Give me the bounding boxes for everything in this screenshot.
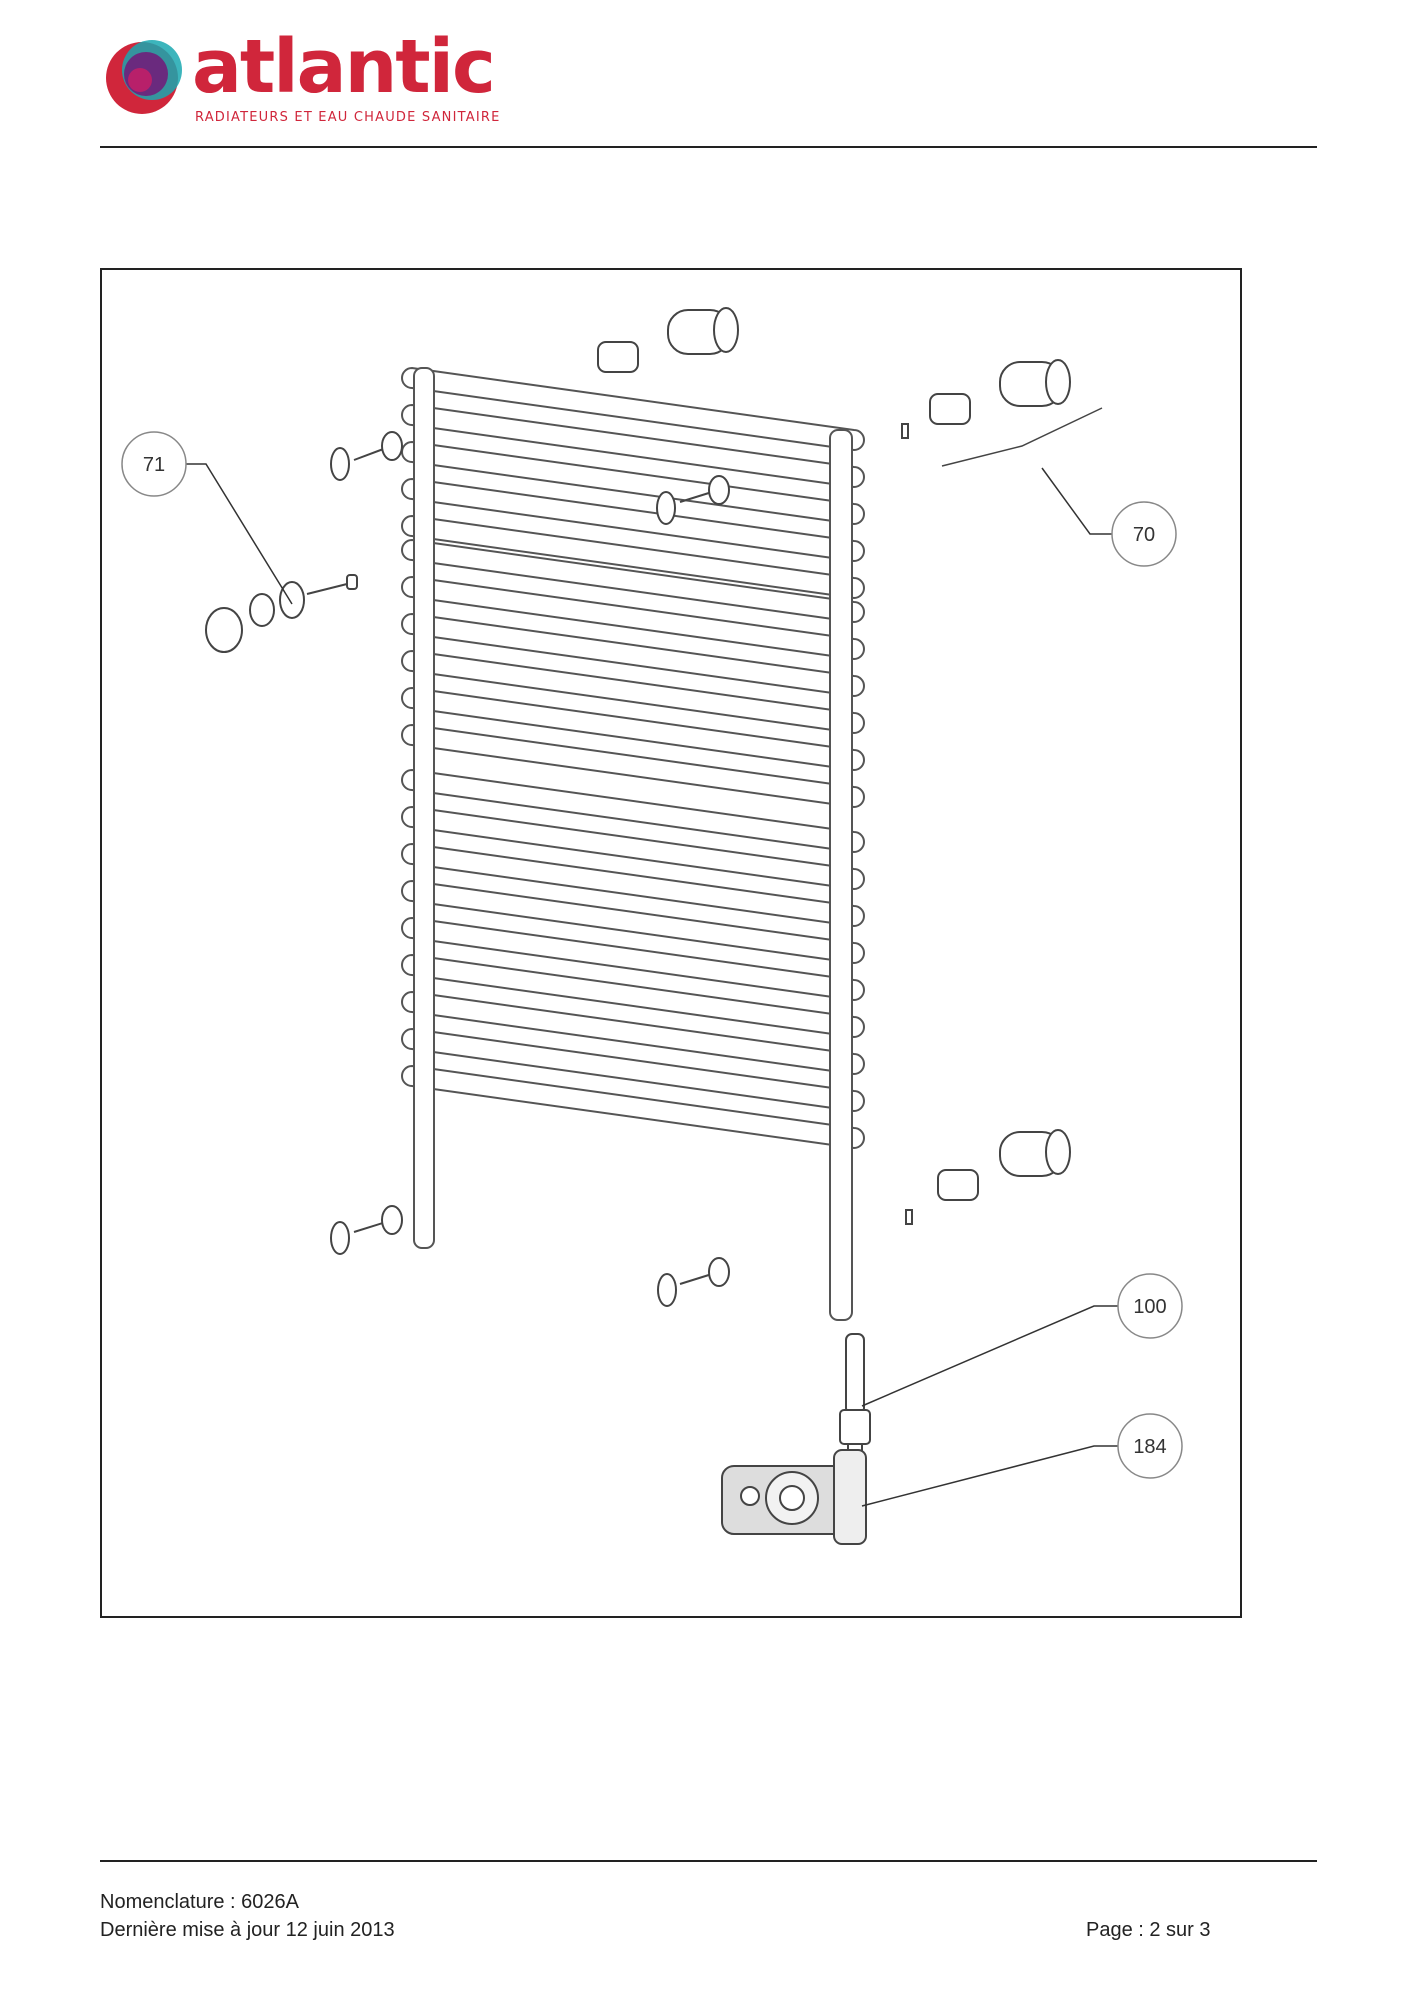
wall-bracket-icon	[330, 431, 403, 481]
callout-70: 70	[1111, 501, 1177, 567]
exploded-view-drawing: 71 70 100 184	[100, 268, 1242, 1618]
radiator-tube	[401, 953, 865, 1039]
brand-logo-icon	[106, 40, 182, 114]
radiator-tube	[401, 612, 865, 698]
radiator-tube	[401, 514, 865, 600]
radiator-tube	[401, 842, 865, 928]
nomenclature-label: Nomenclature : 6026A	[100, 1891, 300, 1913]
radiator-tube	[401, 649, 865, 735]
brand-logo: atlantic RADIATEURS ET EAU CHAUDE SANITA…	[100, 24, 520, 130]
brand-tagline: RADIATEURS ET EAU CHAUDE SANITAIRE	[195, 110, 501, 125]
radiator-tube	[401, 1027, 865, 1113]
thermostat-unit-icon	[721, 1449, 867, 1545]
valve-cap-icon	[905, 1129, 1071, 1225]
radiator-tube	[401, 723, 865, 809]
wall-bracket-icon	[330, 1205, 403, 1255]
radiator-tube	[401, 575, 865, 661]
radiator-tube	[401, 686, 865, 772]
footer-rule	[100, 1860, 1317, 1862]
radiator-tube	[401, 440, 865, 526]
radiator-tube	[401, 403, 865, 489]
valve-cap-icon	[901, 359, 1071, 439]
svg-text:70: 70	[1133, 524, 1155, 546]
radiator-tube	[401, 538, 865, 624]
radiator-uprights	[413, 367, 853, 1321]
svg-text:100: 100	[1133, 1296, 1166, 1318]
radiator-tube	[401, 990, 865, 1076]
svg-text:184: 184	[1133, 1436, 1166, 1458]
radiator-tube	[401, 366, 865, 452]
valve-cap-icon	[597, 307, 739, 373]
footer-info: Nomenclature : 6026A Dernière mise à jou…	[100, 1888, 395, 1944]
radiator-tube	[401, 916, 865, 1002]
wall-bracket-icon	[656, 475, 730, 525]
heating-element-icon	[839, 1333, 871, 1461]
callout-71: 71	[121, 431, 187, 497]
brand-name: atlantic	[192, 24, 496, 110]
radiator-tube	[401, 805, 865, 891]
radiator-tube	[401, 1064, 865, 1150]
callout-100: 100	[1117, 1273, 1183, 1339]
callout-184: 184	[1117, 1413, 1183, 1479]
bracket-exploded-detail	[205, 574, 358, 653]
towel-radiator-diagram: 71 70 100 184	[121, 307, 1183, 1545]
radiator-tube	[401, 768, 865, 854]
header-rule	[100, 146, 1317, 148]
callout-leaders	[186, 463, 1118, 1507]
page-number: Page : 2 sur 3	[1086, 1919, 1211, 1941]
svg-text:71: 71	[143, 454, 165, 476]
radiator-rails	[401, 366, 865, 1150]
radiator-tube	[401, 879, 865, 965]
radiator-tube	[401, 477, 865, 563]
last-updated-label: Dernière mise à jour 12 juin 2013	[100, 1919, 395, 1941]
wall-bracket-icon	[657, 1257, 730, 1307]
